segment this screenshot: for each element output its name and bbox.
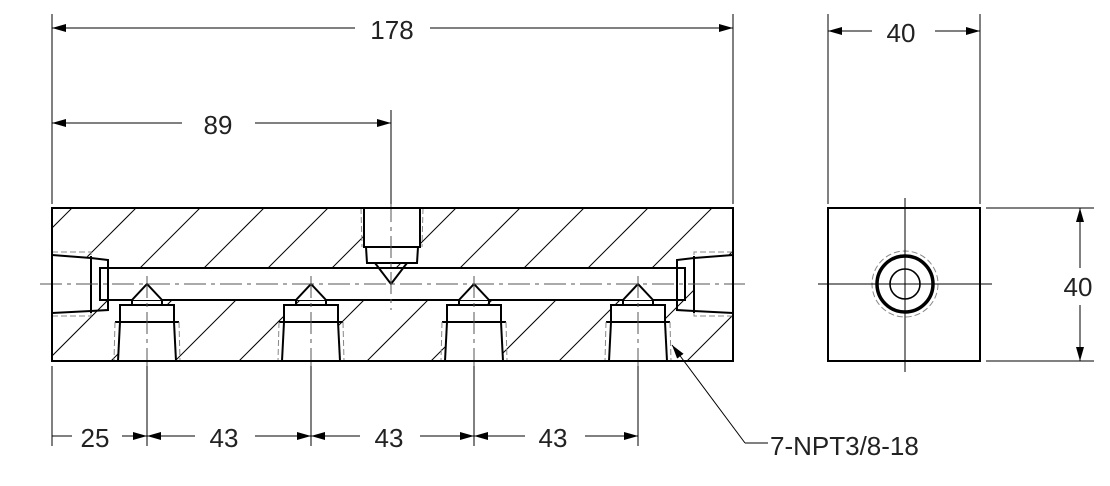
dim-half-length: 89: [204, 110, 233, 140]
front-section-view: [40, 200, 1040, 446]
dim-overall-length: 178: [370, 15, 413, 45]
dimensions: 178 89 40 40 25 43 43 43 7-NPT3/8-18: [51, 14, 1094, 461]
hatch-line: [732, 200, 912, 380]
hatch-line: [686, 314, 733, 361]
dim-port-pitch-3: 43: [539, 423, 568, 453]
dim-port-pitch-2: 43: [375, 423, 404, 453]
hatch-line: [796, 200, 976, 380]
side-view: [818, 198, 992, 372]
dim-port-pitch-1: 43: [210, 423, 239, 453]
hatch-line: [860, 200, 1040, 380]
right-end-port: [676, 251, 734, 317]
bottom-port: [604, 276, 672, 446]
left-end-port: [51, 251, 109, 317]
thread-callout: 7-NPT3/8-18: [770, 431, 919, 461]
body-border: [51, 207, 734, 362]
bottom-port: [277, 276, 345, 446]
dim-first-port-offset: 25: [81, 423, 110, 453]
dim-side-width: 40: [887, 18, 916, 48]
dim-side-height: 40: [1064, 272, 1093, 302]
bottom-port: [113, 276, 181, 446]
